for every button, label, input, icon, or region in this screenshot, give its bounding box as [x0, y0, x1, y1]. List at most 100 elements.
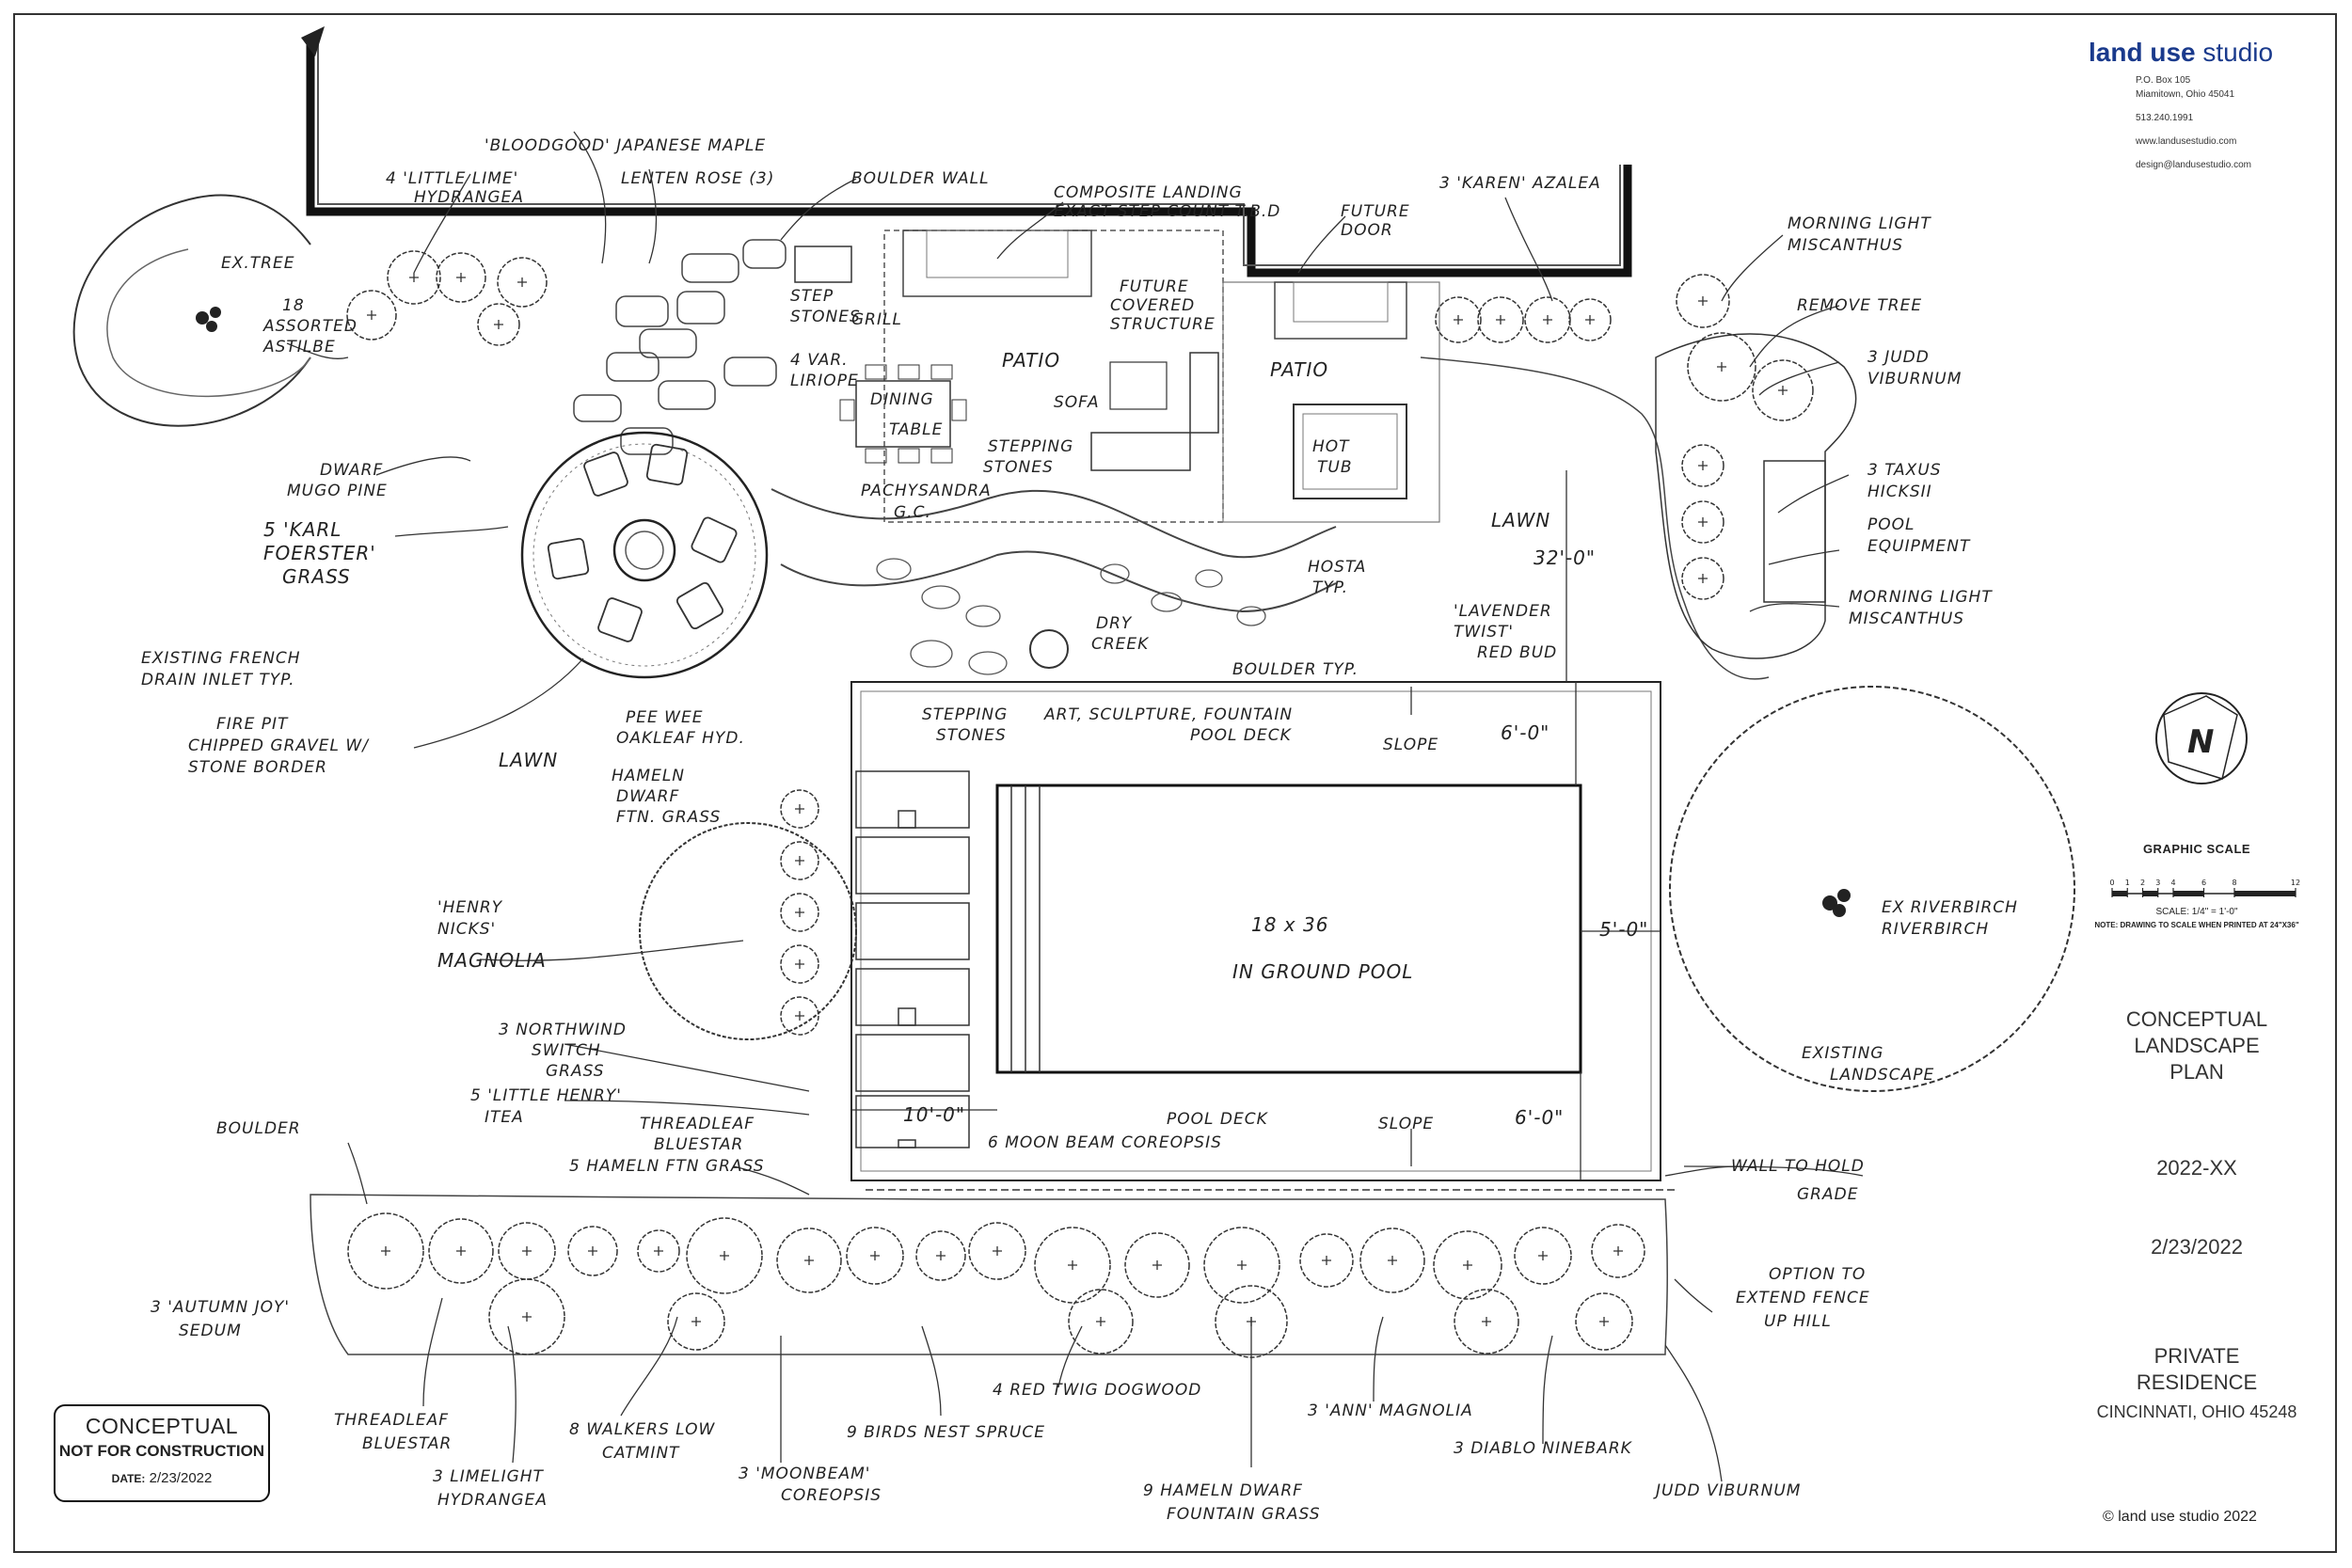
label-karl-1: 5 'KARL: [263, 518, 342, 541]
plant-symbol: [428, 1218, 494, 1284]
label-riverbirch-2: RIVERBIRCH: [1882, 920, 1989, 939]
label-bloodgood: 'BLOODGOOD' JAPANESE MAPLE: [485, 136, 766, 155]
plant-center-mark: [1496, 315, 1505, 325]
label-dining-2: TABLE: [889, 420, 943, 439]
plant-symbol: [1687, 332, 1756, 402]
plant-center-mark: [522, 1246, 532, 1256]
plant-symbol: [498, 1222, 556, 1280]
plant-symbol: [1359, 1227, 1425, 1293]
label-taxus-2: HICKSII: [1867, 483, 1932, 501]
plant-center-mark: [795, 959, 804, 969]
sheet-border: [13, 13, 2337, 1553]
plant-center-mark: [1538, 1251, 1548, 1260]
label-hameln-1: HAMELN: [612, 767, 685, 785]
label-threadleaf-b2: BLUESTAR: [362, 1434, 452, 1453]
plant-center-mark: [1543, 315, 1552, 325]
scale-segment: [2142, 891, 2158, 896]
plant-center-mark: [1698, 296, 1708, 306]
scale-segment: [2173, 891, 2204, 896]
label-wall-1: WALL TO HOLD: [1731, 1157, 1865, 1176]
plant-center-mark: [517, 277, 527, 287]
label-moonbeam-6: 6 MOON BEAM COREOPSIS: [988, 1133, 1222, 1152]
label-slope-1: SLOPE: [1383, 736, 1438, 754]
label-lawn-2: LAWN: [1491, 509, 1550, 531]
label-hameln-9b: FOUNTAIN GRASS: [1167, 1505, 1321, 1524]
label-drain-1: EXISTING FRENCH: [141, 649, 301, 668]
label-threadleaf-1: THREADLEAF: [640, 1115, 755, 1133]
in-ground-pool: [995, 784, 1582, 1074]
plant-symbol: [686, 1217, 763, 1294]
label-judd-1: 3 JUDD: [1867, 348, 1930, 367]
label-limelight-1: 3 LIMELIGHT: [433, 1467, 545, 1486]
plant-symbol: [1299, 1233, 1354, 1288]
label-limelight-2: HYDRANGEA: [437, 1491, 548, 1510]
label-hot-tub-1: HOT: [1312, 437, 1350, 456]
plant-symbol: [1433, 1230, 1502, 1300]
plant-symbol: [436, 252, 486, 303]
plant-symbol: [477, 303, 520, 346]
label-northwind-3: GRASS: [546, 1062, 605, 1081]
graphic-scale: GRAPHIC SCALE SCALE: 1/4" = 1'-0" NOTE: …: [2094, 842, 2299, 929]
label-stepping-b1: STEPPING: [922, 705, 1008, 724]
label-dim-5: 5'-0": [1599, 918, 1648, 941]
plant-center-mark: [381, 1246, 390, 1256]
plant-symbol: [1477, 296, 1524, 343]
label-option-2: EXTEND FENCE: [1736, 1289, 1870, 1307]
plant-center-mark: [522, 1312, 532, 1322]
plant-symbol: [1681, 444, 1724, 487]
plant-center-mark: [1599, 1317, 1609, 1326]
plan-title: CONCEPTUAL LANDSCAPE PLAN: [2125, 1007, 2268, 1084]
label-composite-1: COMPOSITE LANDING: [1054, 183, 1243, 202]
plant-symbol: [347, 1212, 424, 1290]
pool-lounge-chairs: [855, 770, 970, 1148]
plant-symbol: [1124, 1232, 1190, 1298]
project-number: 2022-XX: [2156, 1156, 2237, 1180]
plant-symbol: [346, 290, 397, 341]
label-drain-2: DRAIN INLET TYP.: [141, 671, 294, 689]
label-sedum-1: 3 'AUTUMN JOY': [151, 1298, 290, 1317]
label-pool-name: IN GROUND POOL: [1232, 960, 1413, 983]
copyright: © land use studio 2022: [2103, 1509, 2257, 1525]
plant-center-mark: [1237, 1260, 1247, 1270]
dry-creek: [771, 488, 1337, 559]
plant-center-mark: [804, 1256, 814, 1265]
label-karen-azalea: 3 'KAREN' AZALEA: [1439, 174, 1601, 193]
grill: [794, 245, 852, 283]
label-threadleaf-b1: THREADLEAF: [334, 1411, 449, 1430]
plant-symbol: [1435, 296, 1482, 343]
label-boulder-wall: BOULDER WALL: [851, 169, 990, 188]
plant-symbol: [1681, 500, 1724, 544]
client-name: PRIVATE RESIDENCE: [2136, 1344, 2258, 1394]
dining-table: [855, 380, 951, 448]
label-composite-2: EXACT STEP COUNT T.B.D: [1054, 202, 1280, 221]
label-morning-light-1a: MORNING LIGHT: [1788, 214, 1931, 233]
label-slope-2: SLOPE: [1378, 1115, 1434, 1133]
title-block: land use studio P.O. Box 105 Miamitown, …: [2051, 38, 2333, 172]
brand-logo: land use studio: [2089, 38, 2274, 67]
plant-center-mark: [1698, 574, 1708, 583]
existing-tree-left: [72, 194, 311, 427]
label-stepping-b2: STONES: [936, 726, 1007, 745]
plant-symbol: [1514, 1227, 1572, 1285]
label-patio-1: PATIO: [1002, 349, 1060, 372]
label-birds-nest: 9 BIRDS NEST SPRUCE: [847, 1423, 1045, 1442]
plan-date: 2/23/2022: [2151, 1235, 2243, 1259]
label-remove-tree: REMOVE TREE: [1797, 296, 1922, 315]
label-pool-size: 18 x 36: [1251, 913, 1328, 936]
plant-symbol: [1591, 1224, 1645, 1278]
label-itea-1: 5 'LITTLE HENRY': [470, 1086, 622, 1105]
label-hameln-3: FTN. GRASS: [616, 808, 721, 827]
label-dim-10: 10'-0": [903, 1103, 965, 1126]
plant-center-mark: [1388, 1256, 1397, 1265]
label-liriope-1: 4 VAR.: [790, 351, 849, 370]
plant-center-mark: [1698, 461, 1708, 470]
plant-symbol: [667, 1292, 725, 1351]
label-patio-2: PATIO: [1270, 358, 1328, 381]
label-catmint-2: CATMINT: [602, 1444, 680, 1463]
plant-symbol: [1203, 1227, 1280, 1304]
label-lavender-2: TWIST': [1454, 623, 1514, 641]
plant-center-mark: [795, 856, 804, 865]
label-catmint-1: 8 WALKERS LOW: [569, 1420, 716, 1439]
scale-tick-label: 4: [2170, 879, 2175, 887]
